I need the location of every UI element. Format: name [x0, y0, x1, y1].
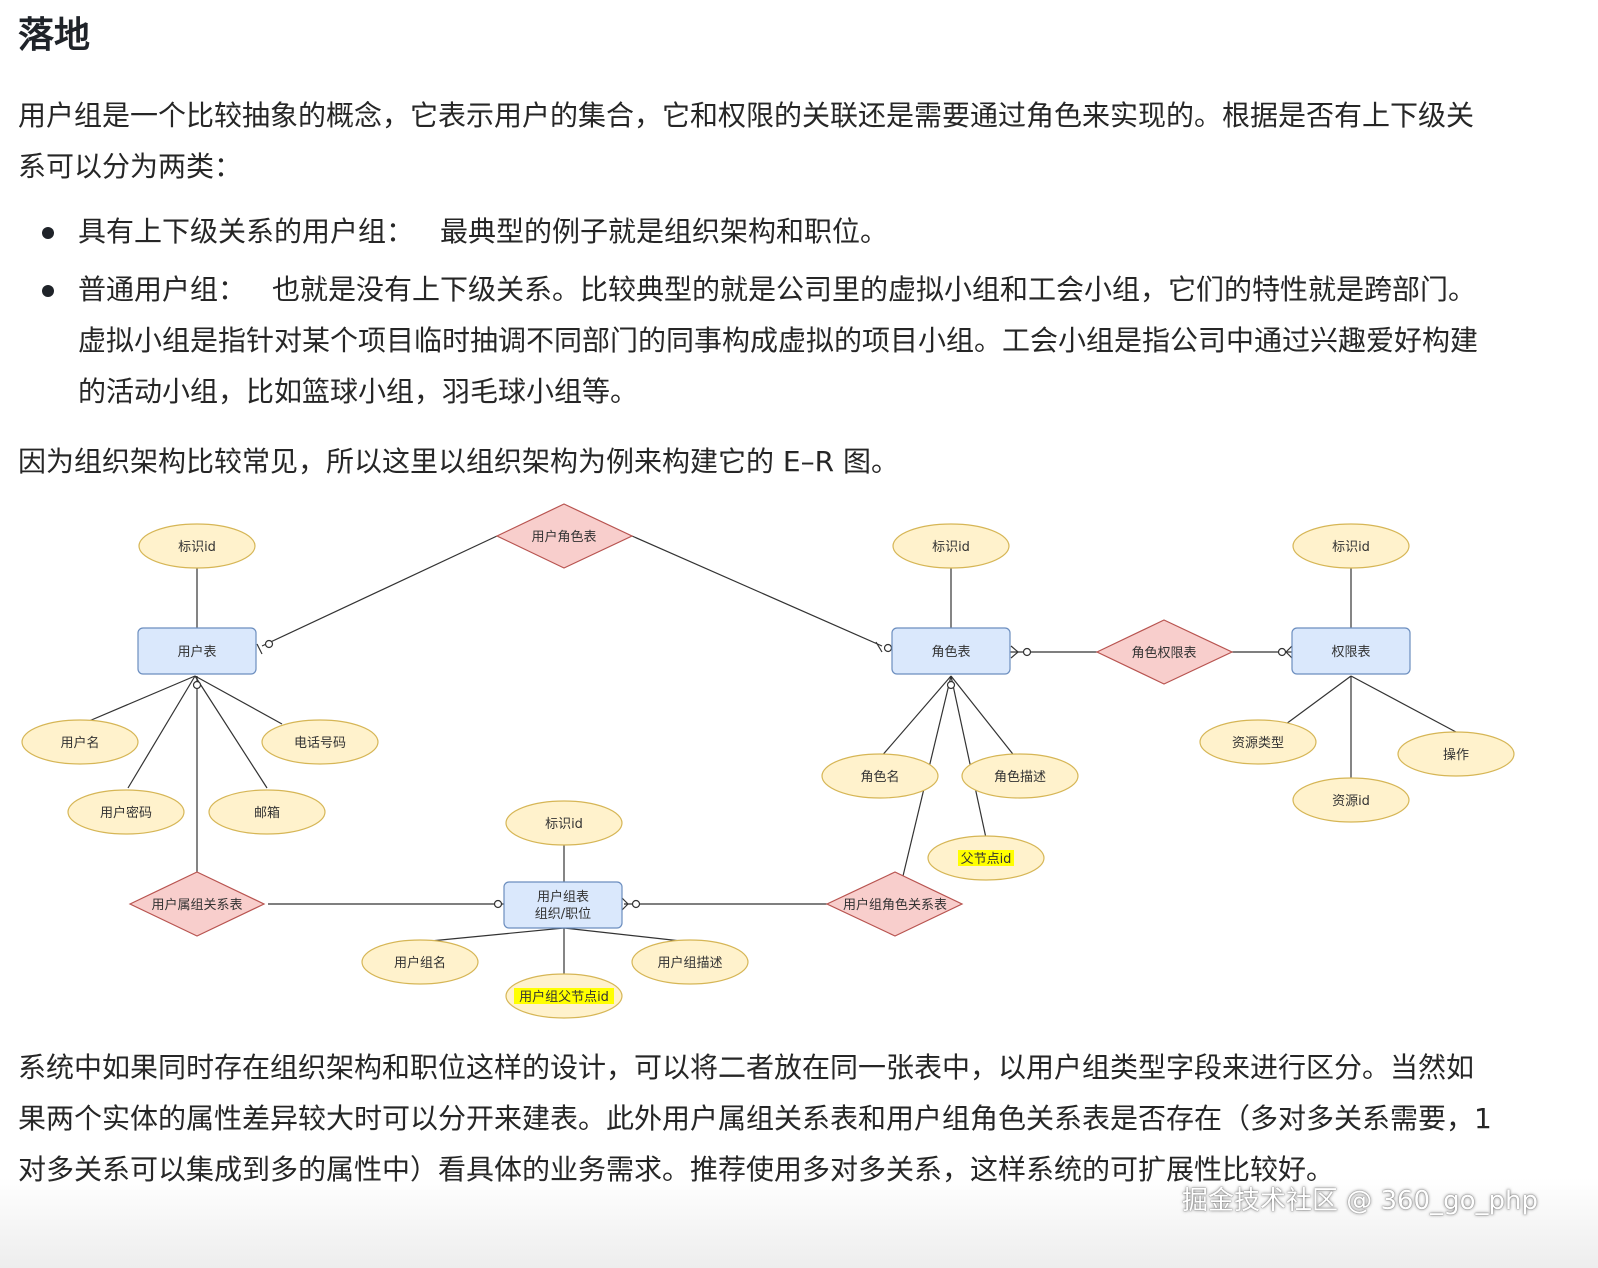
attr-user-name-label: 用户名	[60, 735, 99, 751]
attr-perm-resid	[1292, 777, 1410, 823]
attr-group-desc	[631, 939, 749, 985]
highlight-group-parent	[514, 988, 614, 1004]
attr-perm-restype	[1199, 719, 1317, 765]
relation-group-role: 用户组角色关系表	[825, 871, 964, 937]
attr-user-password	[67, 789, 185, 835]
attr-role-parent-label: 父节点id	[961, 852, 1012, 867]
intro-paragraph: 用户组是一个比较抽象的概念，它表示用户的集合，它和权限的关联还是需要通过角色来实…	[18, 99, 1475, 183]
attr-user-phone	[261, 719, 379, 765]
attr-user-password-label: 用户密码	[100, 805, 152, 821]
attr-perm-op	[1397, 731, 1515, 777]
list-item-term: 普通用户组：	[78, 273, 247, 306]
entity-user-group: 用户组表 组织/职位	[503, 881, 623, 929]
attr-perm-resid-label: 资源id	[1332, 794, 1370, 809]
relation-user-group-label: 用户属组关系表	[151, 897, 242, 913]
attr-perm-id	[1292, 523, 1410, 569]
attr-perm-restype-label: 资源类型	[1232, 736, 1284, 751]
cardinality-markers	[192, 639, 1293, 911]
attr-group-desc-label: 用户组描述	[657, 955, 722, 971]
relation-role-permission-label: 角色权限表	[1131, 645, 1196, 661]
bullet-icon	[42, 227, 54, 239]
relation-user-group: 用户属组关系表	[128, 871, 266, 937]
attr-user-id-label: 标识id	[178, 540, 216, 555]
attr-group-name	[361, 939, 479, 985]
attribute-ellipses	[21, 523, 1515, 1019]
attr-role-desc-label: 角色描述	[994, 769, 1046, 785]
attr-perm-id-label: 标识id	[1332, 540, 1370, 555]
bullet-icon	[42, 285, 54, 297]
relation-role-permission: 角色权限表	[1095, 619, 1234, 685]
er-diagram: 用户表 角色表 权限表 用户组表 组织/职位 用户角色表 角色权限表 用户属组关…	[21, 503, 1515, 1019]
entity-role-label: 角色表	[931, 644, 970, 660]
er-intro-paragraph: 因为组织架构比较常见，所以这里以组织架构为例来构建它的 E–R 图。	[18, 445, 899, 478]
entity-permission-label: 权限表	[1331, 644, 1370, 660]
attr-role-id-label: 标识id	[932, 540, 970, 555]
attr-group-name-label: 用户组名	[394, 955, 446, 971]
attr-user-name	[21, 719, 139, 765]
attr-user-email	[208, 789, 326, 835]
list-item: 普通用户组：也就是没有上下级关系。比较典型的就是公司里的虚拟小组和工会小组，它们…	[0, 264, 1498, 417]
relation-user-role: 用户角色表	[495, 503, 634, 569]
section-heading: 落地	[18, 15, 91, 56]
conclusion-paragraph: 系统中如果同时存在组织架构和职位这样的设计，可以将二者放在同一张表中，以用户组类…	[18, 1051, 1492, 1186]
attr-role-desc	[961, 753, 1079, 799]
entity-role: 角色表	[891, 627, 1011, 675]
attr-user-id	[138, 523, 256, 569]
relation-user-role-label: 用户角色表	[531, 529, 596, 545]
attr-user-phone-label: 电话号码	[294, 736, 346, 751]
list-item-text: 也就是没有上下级关系。比较典型的就是公司里的虚拟小组和工会小组，它们的特性就是跨…	[78, 273, 1479, 408]
list-item: 具有上下级关系的用户组： 最典型的例子就是组织架构和职位。	[0, 206, 1498, 257]
attr-user-email-label: 邮箱	[254, 805, 280, 821]
watermark: 掘金技术社区 @ 360_go_php	[1181, 1186, 1538, 1216]
attr-perm-op-label: 操作	[1443, 747, 1469, 763]
attr-group-parent-label: 用户组父节点id	[519, 989, 609, 1005]
list-item-term: 具有上下级关系的用户组：	[78, 215, 415, 248]
attr-group-id-label: 标识id	[545, 817, 583, 832]
entity-user-group-label: 用户组表	[537, 889, 589, 905]
attr-role-name-label: 角色名	[860, 769, 899, 785]
attr-role-name	[821, 753, 939, 799]
entity-permission: 权限表	[1291, 627, 1411, 675]
attr-group-id	[505, 800, 623, 846]
group-type-list: 具有上下级关系的用户组： 最典型的例子就是组织架构和职位。 普通用户组：也就是没有…	[0, 206, 1500, 424]
relation-group-role-label: 用户组角色关系表	[843, 897, 947, 913]
highlight-role-parent	[958, 850, 1014, 866]
entity-user-label: 用户表	[177, 644, 216, 660]
entity-user: 用户表	[137, 627, 257, 675]
entity-user-group-sublabel: 组织/职位	[535, 907, 591, 922]
attr-role-id	[892, 523, 1010, 569]
list-item-text: 最典型的例子就是组织架构和职位。	[440, 215, 889, 248]
